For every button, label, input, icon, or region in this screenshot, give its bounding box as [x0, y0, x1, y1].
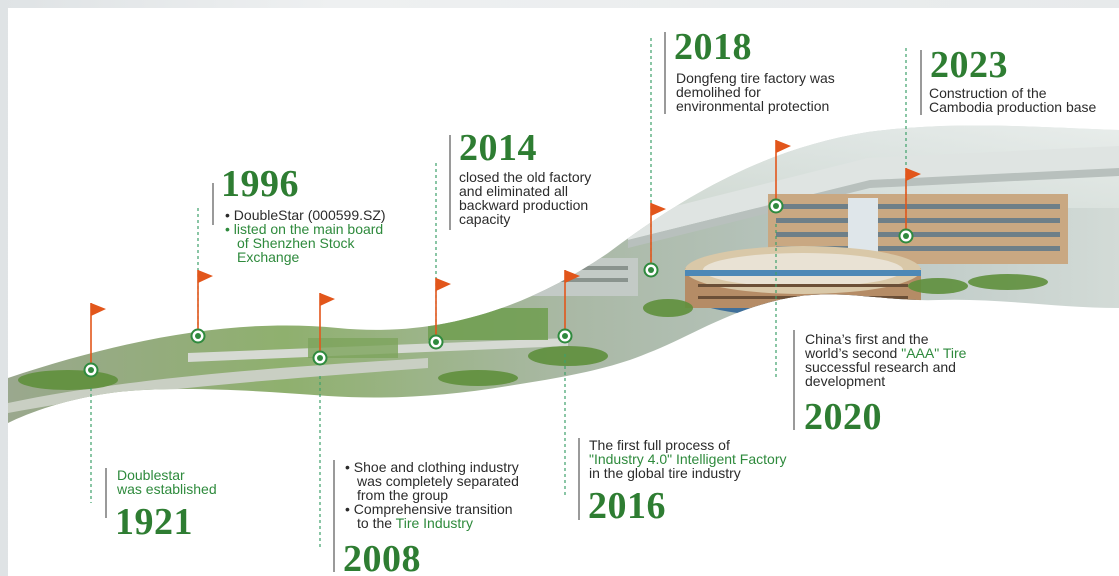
milestone-markers	[83, 38, 921, 548]
flag-icon-2014	[436, 278, 451, 291]
flag-icon-2018	[651, 203, 666, 216]
flag-icon-2020	[776, 140, 791, 153]
milestone-2020-text: China’s first and the world’s second "AA…	[805, 332, 966, 388]
flag-icon-2008	[320, 293, 335, 306]
node-dot-1921	[88, 367, 94, 373]
year-2023: 2023	[930, 44, 1008, 86]
milestone-2020-line-2: world’s second "AAA" Tire	[805, 346, 966, 360]
milestone-2023-line-1: Construction of the	[929, 85, 1047, 101]
milestone-2020-line-3: successful research and	[805, 359, 956, 375]
milestone-2020-bar	[793, 330, 795, 430]
milestone-2014-line-2: and eliminated all	[459, 183, 568, 199]
milestone-2008-line-4: • Comprehensive transition	[345, 501, 513, 517]
milestone-2016-line-1: The first full process of	[589, 437, 730, 453]
milestone-2016-text: The first full process of "Industry 4.0"…	[589, 438, 786, 480]
timeline-stage: 1921 1996 2008 2014 2016 2018 2020 2023 …	[8, 8, 1119, 576]
aaa-tire-highlight: "AAA" Tire	[901, 345, 967, 361]
node-dot-2023	[903, 233, 909, 239]
milestone-1996-line-4: Exchange	[237, 249, 300, 265]
milestone-2008-text: • Shoe and clothing industry was complet…	[345, 460, 519, 530]
node-dot-1996	[195, 333, 201, 339]
milestone-2016-bar	[578, 438, 580, 520]
milestone-2008-line-2: was completely separated	[357, 473, 519, 489]
milestone-1921-line-1: Doublestar	[117, 467, 185, 483]
milestone-2014-line-4: capacity	[459, 211, 511, 227]
milestone-2016-line-2: "Industry 4.0" Intelligent Factory	[589, 451, 787, 467]
year-2018: 2018	[674, 26, 752, 68]
milestone-2008-line-5-text: to the	[357, 515, 396, 531]
milestone-2020-line-4: development	[805, 373, 886, 389]
node-dot-2016	[562, 333, 568, 339]
milestone-1921-bar	[105, 468, 107, 518]
milestone-1996-line-1: • DoubleStar (000599.SZ)	[225, 207, 386, 223]
year-2014: 2014	[459, 127, 537, 169]
milestone-1921-line-2: was established	[117, 481, 217, 497]
milestone-2018-text: Dongfeng tire factory was demolihed for …	[676, 71, 835, 113]
tire-industry-highlight: Tire Industry	[395, 515, 473, 531]
milestone-2014-line-1: closed the old factory	[459, 169, 592, 185]
milestone-2014-bar	[449, 135, 451, 230]
node-dot-2020	[773, 203, 779, 209]
year-2020: 2020	[804, 396, 882, 438]
milestone-2018-bar	[664, 32, 666, 114]
milestone-1996-line-2: • listed on the main board	[225, 221, 384, 237]
milestone-1921-text: Doublestar was established	[117, 468, 217, 496]
milestone-2008-line-3: from the group	[357, 487, 449, 503]
milestone-2014-text: closed the old factory and eliminated al…	[459, 170, 591, 226]
milestone-2018-line-1: Dongfeng tire factory was	[676, 70, 835, 86]
milestone-2008-bar	[333, 460, 335, 572]
year-2008: 2008	[343, 538, 421, 576]
node-dot-2014	[433, 339, 439, 345]
node-dot-2018	[648, 267, 654, 273]
milestone-2020-line-1: China’s first and the	[805, 331, 929, 347]
milestone-1996-line-3: of Shenzhen Stock	[237, 235, 355, 251]
milestone-2016-line-3: in the global tire industry	[589, 465, 741, 481]
milestone-2018-line-2: demolihed for	[676, 84, 761, 100]
milestone-2018-line-3: environmental protection	[676, 98, 830, 114]
timeline-wave-graphic	[8, 125, 1119, 423]
flag-icon-1921	[91, 303, 106, 316]
milestone-2023-text: Construction of the Cambodia production …	[929, 86, 1096, 114]
milestone-1996-bar	[212, 183, 214, 225]
year-1996: 1996	[221, 163, 299, 205]
milestone-2023-line-2: Cambodia production base	[929, 99, 1097, 115]
milestone-2020-line-2-text: world’s second	[805, 345, 902, 361]
year-1921: 1921	[115, 501, 193, 543]
milestone-2023-bar	[920, 50, 922, 115]
milestone-2008-line-1: • Shoe and clothing industry	[345, 459, 519, 475]
flag-icon-2016	[565, 270, 580, 283]
node-dot-2008	[317, 355, 323, 361]
flag-icon-1996	[198, 270, 213, 283]
year-2016: 2016	[588, 485, 666, 527]
milestone-2008-line-5: to the Tire Industry	[345, 516, 519, 530]
flag-icon-2023	[906, 168, 921, 181]
milestone-2014-line-3: backward production	[459, 197, 589, 213]
milestone-1996-text: • DoubleStar (000599.SZ) • listed on the…	[225, 208, 386, 264]
